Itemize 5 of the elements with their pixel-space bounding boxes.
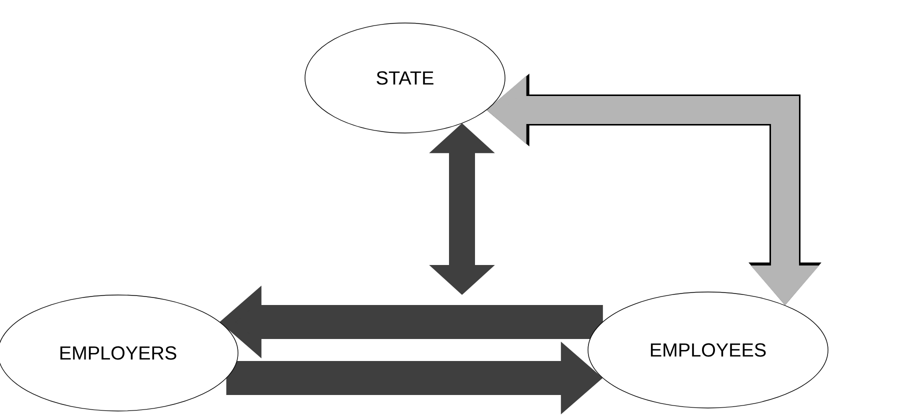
- node-label: EMPLOYERS: [60, 346, 176, 360]
- ellipse-node: STATE: [304, 22, 506, 134]
- ellipse-node: EMPLOYERS: [0, 294, 238, 412]
- node-label: EMPLOYEES: [650, 343, 766, 357]
- ellipse-node: EMPLOYEES: [588, 292, 828, 408]
